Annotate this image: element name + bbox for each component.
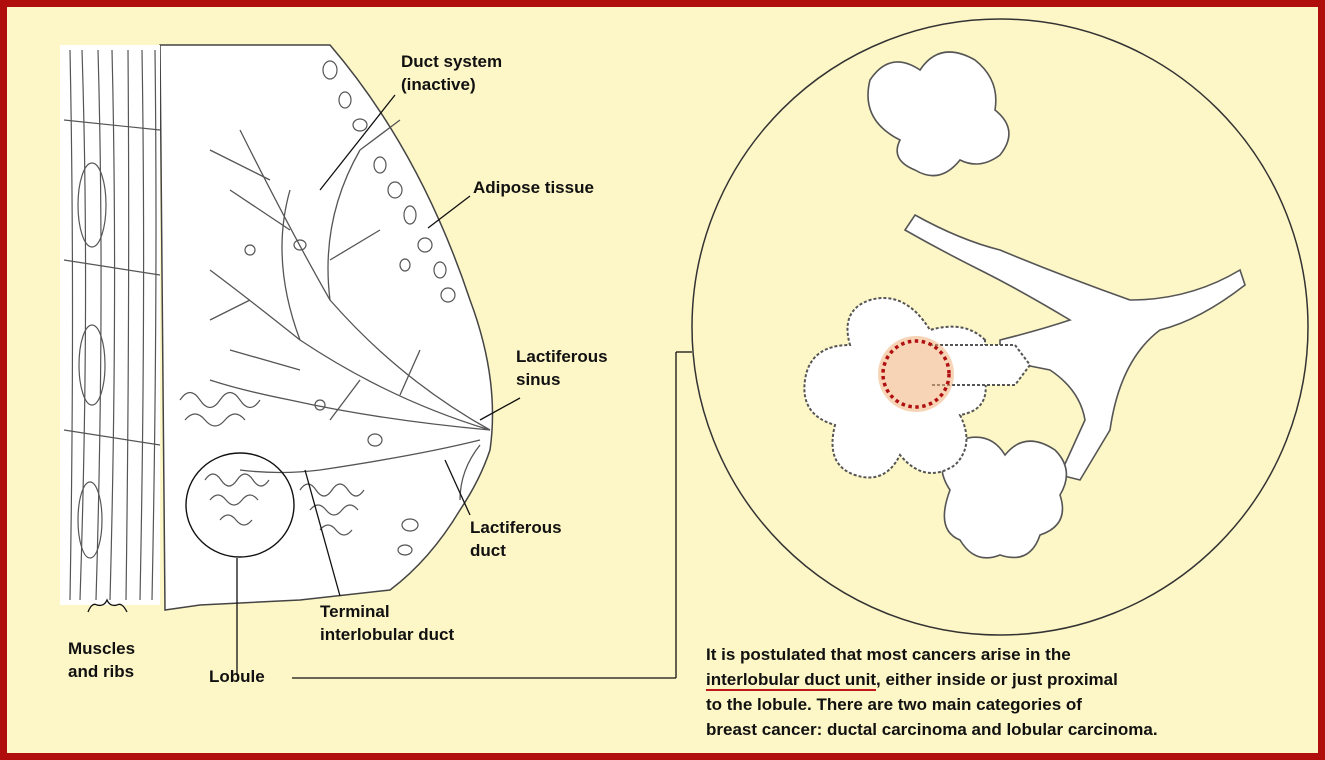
caption-highlight: interlobular duct unit <box>706 670 876 689</box>
caption-line2: interlobular duct unit, either inside or… <box>706 667 1158 692</box>
label-lactiferous-duct: Lactiferous duct <box>470 516 562 562</box>
label-lactiferous-duct-line1: Lactiferous <box>470 516 562 539</box>
caption-line4: breast cancer: ductal carcinoma and lobu… <box>706 717 1158 742</box>
label-terminal-line1: Terminal <box>320 600 454 623</box>
caption: It is postulated that most cancers arise… <box>706 642 1158 742</box>
label-muscles-and-ribs: Muscles and ribs <box>68 637 135 683</box>
label-duct-system: Duct system (inactive) <box>401 50 502 96</box>
caption-line2-rest: , either inside or just proximal <box>876 670 1118 689</box>
label-duct-system-line2: (inactive) <box>401 73 502 96</box>
label-terminal-interlobular-duct: Terminal interlobular duct <box>320 600 454 646</box>
highlight-glow <box>878 336 954 412</box>
label-lactiferous-duct-line2: duct <box>470 539 562 562</box>
label-muscles-line1: Muscles <box>68 637 135 660</box>
label-lactiferous-sinus-line1: Lactiferous <box>516 345 608 368</box>
label-adipose-tissue: Adipose tissue <box>473 176 594 199</box>
caption-line3: to the lobule. There are two main catego… <box>706 692 1158 717</box>
label-lobule: Lobule <box>209 665 265 688</box>
label-lactiferous-sinus: Lactiferous sinus <box>516 345 608 391</box>
label-duct-system-line1: Duct system <box>401 50 502 73</box>
label-terminal-line2: interlobular duct <box>320 623 454 646</box>
label-muscles-line2: and ribs <box>68 660 135 683</box>
muscles-and-ribs <box>60 45 160 605</box>
label-lactiferous-sinus-line2: sinus <box>516 368 608 391</box>
caption-line1: It is postulated that most cancers arise… <box>706 642 1158 667</box>
